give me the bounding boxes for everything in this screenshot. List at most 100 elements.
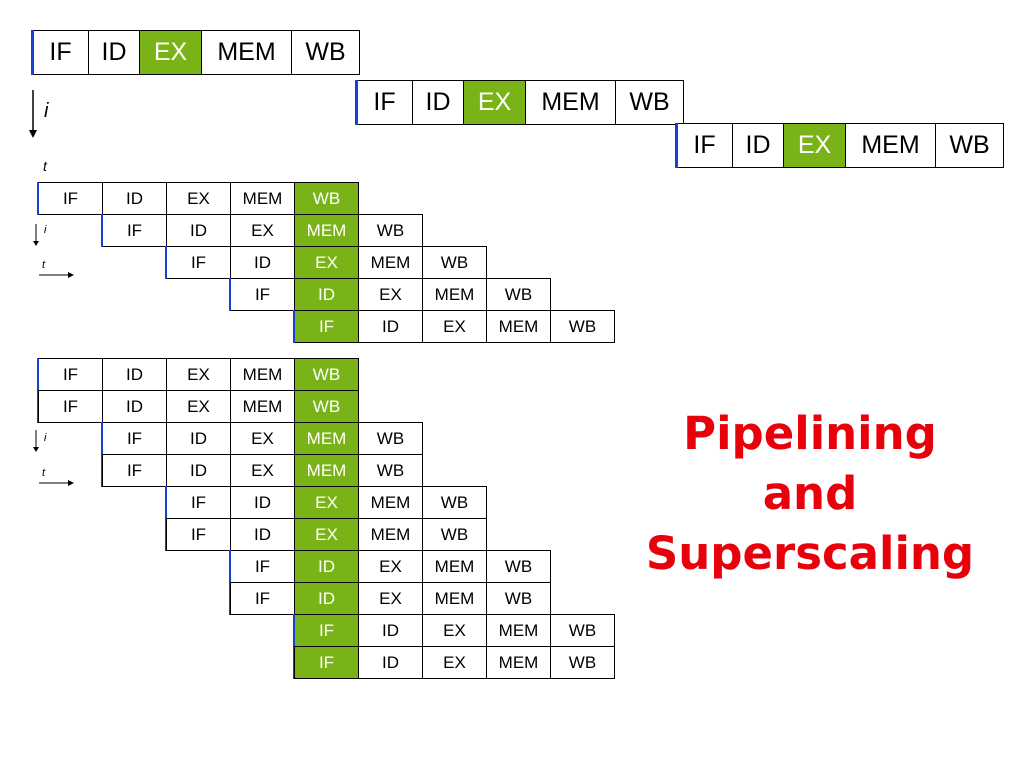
stage-cell: WB [550,614,615,647]
stage-cell: EX [230,454,295,487]
stage-cell: IF [230,550,295,583]
title-line-2: and [762,467,858,520]
stage-cell: ID [102,358,167,391]
stage-cell: ID [294,278,359,311]
instruction-axis-arrow-superscalar [33,430,39,452]
stage-cell: IF [166,246,231,279]
instruction-start-marker [355,80,358,125]
stage-cell: IF [32,30,89,75]
stage-cell: EX [358,550,423,583]
stage-cell: MEM [230,358,295,391]
instruction-start-marker [31,30,34,75]
stage-cell: EX [422,646,487,679]
stage-cell: WB [422,518,487,551]
time-axis-label-top: t [43,158,47,174]
time-axis-label-superscalar: t [42,467,46,479]
instruction-start-marker [101,214,103,247]
stage-cell: EX [422,310,487,343]
stage-cell: WB [486,278,551,311]
stage-cell: MEM [294,214,359,247]
stage-cell: MEM [486,310,551,343]
stage-cell: MEM [486,646,551,679]
stage-cell: MEM [201,30,292,75]
stage-cell: MEM [845,123,936,168]
stage-cell: IF [166,518,231,551]
stage-cell: IF [294,614,359,647]
stage-cell: ID [294,582,359,615]
stage-cell: IF [38,182,103,215]
stage-cell: EX [294,246,359,279]
time-axis-label-pipelined: t [42,259,46,271]
stage-cell: ID [294,550,359,583]
stage-cell: EX [358,582,423,615]
stage-cell: EX [166,358,231,391]
stage-cell: ID [358,614,423,647]
stage-cell: WB [550,646,615,679]
stage-cell: IF [102,454,167,487]
stage-cell: MEM [358,518,423,551]
stage-cell: IF [676,123,733,168]
stage-cell: WB [550,310,615,343]
instruction-start-marker [229,278,231,311]
stage-cell: ID [412,80,464,125]
stage-cell: IF [102,214,167,247]
stage-cell: WB [486,582,551,615]
stage-cell: MEM [358,246,423,279]
stage-cell: EX [230,422,295,455]
stage-cell: MEM [294,422,359,455]
stage-cell: IF [102,422,167,455]
stage-cell: WB [294,182,359,215]
stage-cell: EX [463,80,526,125]
stage-cell: WB [358,454,423,487]
instruction-axis-label-superscalar: i [44,432,47,444]
stage-cell: IF [38,390,103,423]
stage-cell: IF [294,646,359,679]
instruction-start-marker [293,310,295,343]
stage-cell: MEM [358,486,423,519]
stage-cell: IF [356,80,413,125]
stage-cell: MEM [294,454,359,487]
stage-cell: IF [166,486,231,519]
stage-cell: WB [291,30,360,75]
instruction-axis-label-pipelined: i [44,224,47,236]
stage-cell: WB [294,358,359,391]
stage-cell: MEM [525,80,616,125]
time-axis-arrow-pipelined [39,272,74,278]
stage-cell: WB [422,246,487,279]
stage-cell: WB [294,390,359,423]
title-line-1: Pipelining [683,407,937,460]
instruction-axis-label-top: i [44,100,49,122]
stage-cell: ID [358,310,423,343]
stage-cell: ID [732,123,784,168]
stage-cell: MEM [230,390,295,423]
stage-cell: MEM [422,550,487,583]
stage-cell: ID [166,454,231,487]
time-axis-arrow-superscalar [39,480,74,486]
stage-cell: ID [88,30,140,75]
stage-cell: EX [358,278,423,311]
stage-cell: MEM [422,278,487,311]
stage-cell: IF [294,310,359,343]
stage-cell: ID [230,486,295,519]
stage-cell: IF [230,582,295,615]
stage-cell: MEM [230,182,295,215]
stage-cell: ID [102,182,167,215]
stage-cell: EX [139,30,202,75]
instruction-start-marker [37,182,39,215]
stage-cell: IF [230,278,295,311]
stage-cell: ID [230,246,295,279]
stage-cell: ID [102,390,167,423]
stage-cell: WB [615,80,684,125]
stage-cell: WB [486,550,551,583]
stage-cell: WB [358,214,423,247]
instruction-axis-arrow-pipelined [33,224,39,246]
stage-cell: WB [358,422,423,455]
instruction-axis-arrow-top [29,90,37,138]
slide-title: Pipelining and Superscaling [600,404,1020,584]
stage-cell: WB [935,123,1004,168]
stage-cell: MEM [486,614,551,647]
stage-cell: ID [166,214,231,247]
title-line-3: Superscaling [645,527,975,580]
stage-cell: IF [38,358,103,391]
stage-cell: EX [230,214,295,247]
